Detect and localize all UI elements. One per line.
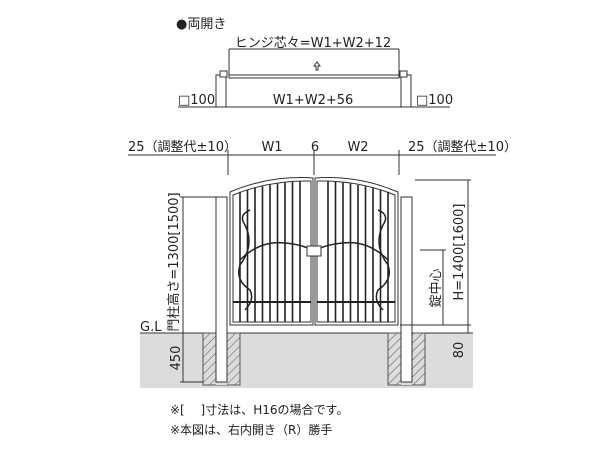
plan-view	[178, 48, 450, 108]
post-left	[215, 196, 228, 383]
open-direction-arrow-icon	[313, 61, 321, 71]
post-height-label: 門柱高さ=1300[1500]	[166, 192, 182, 331]
post-size-right: □100	[416, 93, 453, 108]
embed-depth-label: 450	[169, 346, 184, 371]
height-dimension-lines	[180, 179, 471, 383]
clearance-label: 80	[452, 342, 467, 359]
diagram-title: ●両開き	[176, 17, 226, 32]
adjust-left-label: 25（調整代±10）	[128, 140, 237, 155]
gate-height-label: H=1400[1600]	[452, 204, 467, 301]
w1-label: W1	[261, 140, 282, 155]
width-dimension-lines	[128, 150, 496, 175]
gl-label: G.L	[140, 320, 162, 335]
note-2: ※本図は、右内開き（R）勝手	[170, 422, 332, 437]
adjust-right-label: 25（調整代±10）	[408, 140, 517, 155]
post-size-left: □100	[178, 93, 215, 108]
gap-label: 6	[311, 140, 319, 155]
gate	[229, 177, 399, 326]
note-1: ※[ ]寸法は、H16の場合です。	[170, 402, 348, 417]
w2-label: W2	[347, 140, 368, 155]
lock-center-label: 錠中心	[429, 268, 444, 307]
hinge-dimension: ヒンジ芯々=W1+W2+12	[235, 36, 391, 51]
overall-dimension: W1+W2+56	[273, 93, 354, 108]
post-right	[400, 196, 413, 383]
